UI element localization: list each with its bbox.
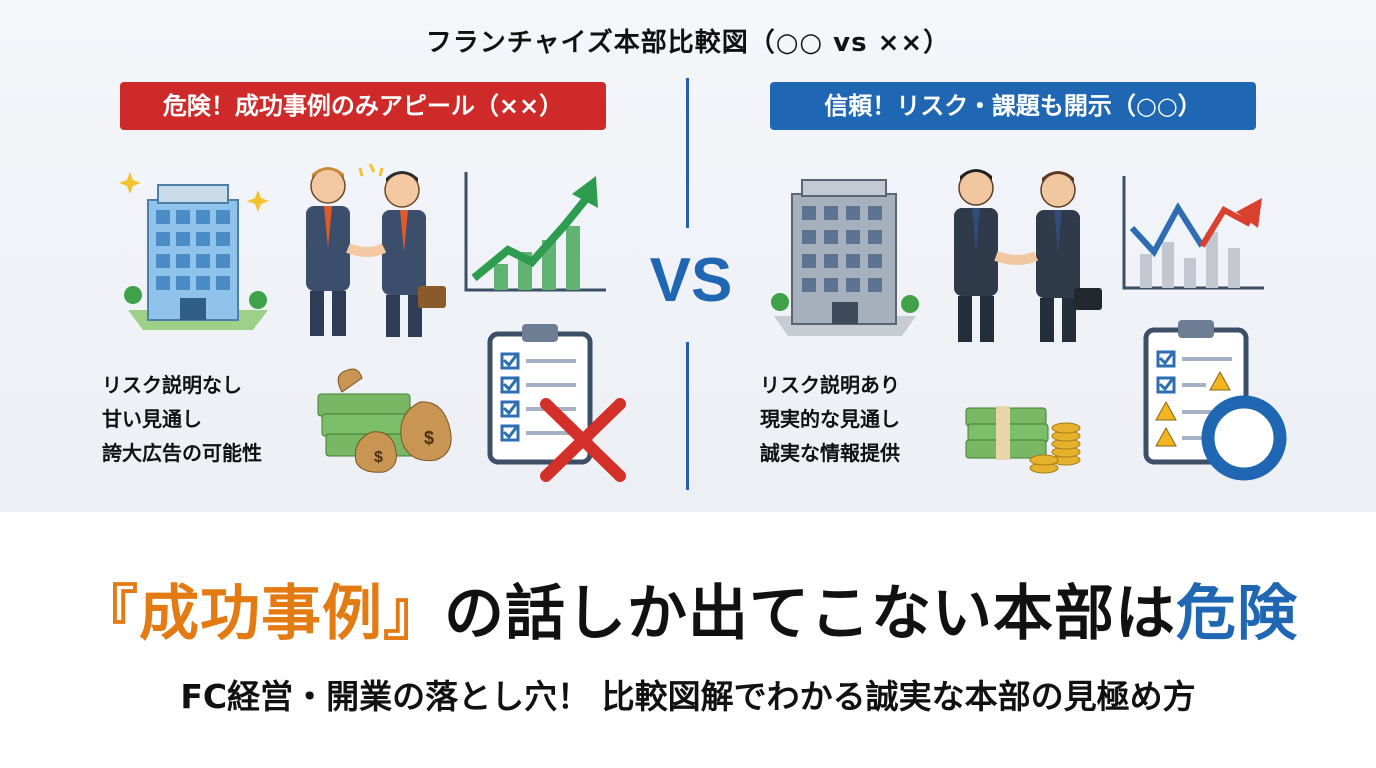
title-close-bracket: 』: [383, 579, 444, 649]
trust-badge: 信頼！リスク・課題も開示（○○）: [770, 82, 1256, 130]
checklist-with-warnings-and-circle-icon: [1143, 320, 1287, 481]
svg-text:$: $: [374, 449, 383, 466]
left-point: 甘い見通し: [102, 407, 202, 431]
title-middle: の話しか出てこない本部は: [444, 579, 1176, 649]
gray-office-building-icon: [771, 179, 919, 336]
subtitle: FC経営・開業の落とし穴！ 比較図解でわかる誠実な本部の見極め方: [180, 677, 1196, 716]
title-highlight: 成功事例: [139, 579, 383, 649]
checklist-with-red-x-icon: [487, 324, 626, 482]
svg-text:$: $: [424, 428, 434, 448]
fluctuating-realistic-chart-icon: [1122, 176, 1264, 290]
right-point: 誠実な情報提供: [760, 441, 900, 465]
comparison-heading: フランチャイズ本部比較図（○○ vs ××）: [425, 28, 951, 58]
center-divider-top: [686, 78, 689, 228]
money-stacks-and-bags-icon: $ $: [317, 368, 452, 473]
vs-label: VS: [649, 246, 733, 315]
main-title: 『成功事例』の話しか出てこない本部は危険: [0, 565, 1376, 652]
shiny-office-building-icon: [119, 172, 269, 330]
right-trust-points: リスク説明あり 現実的な見通し 誠実な情報提供: [760, 368, 900, 470]
center-divider-bottom: [686, 342, 689, 490]
title-open-bracket: 『: [78, 579, 139, 649]
title-danger: 危険: [1176, 579, 1298, 649]
rising-growth-chart-icon: [464, 172, 606, 292]
serious-businessmen-handshake-icon: [954, 169, 1102, 342]
left-point: 誇大広告の可能性: [102, 441, 262, 465]
right-point: リスク説明あり: [760, 373, 900, 397]
danger-badge: 危険！成功事例のみアピール（××）: [120, 82, 606, 130]
money-stack-and-coins-icon: [965, 406, 1081, 474]
left-risk-points: リスク説明なし 甘い見通し 誇大広告の可能性: [102, 368, 262, 470]
left-point: リスク説明なし: [102, 373, 242, 397]
smiling-businessmen-handshake-icon: [306, 163, 446, 337]
right-point: 現実的な見通し: [760, 407, 900, 431]
